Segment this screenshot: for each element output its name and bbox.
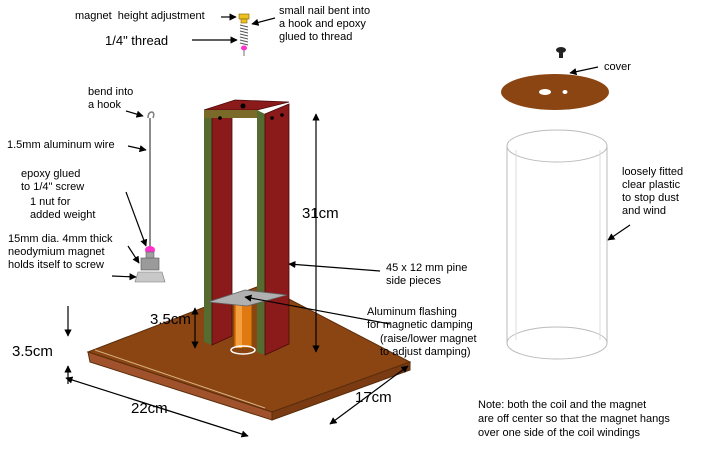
label-nut-weight: 1 nut for added weight: [30, 196, 96, 221]
label-magnet-height-adjustment: magnet height adjustment: [75, 10, 205, 22]
nut-icon: [140, 257, 160, 271]
cover-knob-icon: [556, 47, 566, 58]
cover-disc: [501, 74, 609, 110]
label-magnet-spec: 15mm dia. 4mm thick neodymium magnet hol…: [8, 233, 113, 271]
clear-plastic-cylinder: [506, 129, 608, 360]
wire-hook: [147, 111, 155, 119]
label-width-22cm: 22cm: [131, 400, 168, 417]
label-depth-17cm: 17cm: [355, 389, 392, 406]
label-gap-3-5cm: 3.5cm: [150, 311, 191, 328]
label-raise-lower: (raise/lower magnet to adjust damping): [380, 333, 477, 358]
label-cover: cover: [604, 61, 631, 73]
label-base-3-5cm: 3.5cm: [12, 343, 53, 360]
top-crossbar: [203, 99, 290, 111]
label-thread-size: 1/4" thread: [105, 33, 169, 48]
dim-17cm: [329, 365, 409, 425]
label-side-pieces: 45 x 12 mm pine side pieces: [386, 262, 468, 287]
coil: [230, 299, 256, 355]
pendulum-assembly: [134, 111, 166, 283]
right-side-piece: [257, 110, 265, 355]
left-side-piece: [204, 110, 212, 345]
label-aluminum-flashing: Aluminum flashing for magnetic damping: [367, 306, 473, 331]
label-nail-hook: small nail bent into a hook and epoxy gl…: [279, 5, 371, 43]
cover-assembly: [501, 47, 609, 360]
screw-icon: [238, 13, 250, 56]
label-aluminum-wire: 1.5mm aluminum wire: [7, 139, 115, 151]
screw-head: [134, 271, 166, 283]
label-epoxy-glued: epoxy glued to 1/4" screw: [21, 168, 85, 193]
label-height-31cm: 31cm: [302, 205, 339, 222]
dim-22cm: [65, 376, 249, 438]
note-off-center: Note: both the coil and the magnet are o…: [478, 399, 670, 439]
label-bend-into-hook: bend into a hook: [88, 86, 134, 111]
label-loosely-fitted: loosely fitted clear plastic to stop dus…: [622, 166, 684, 217]
